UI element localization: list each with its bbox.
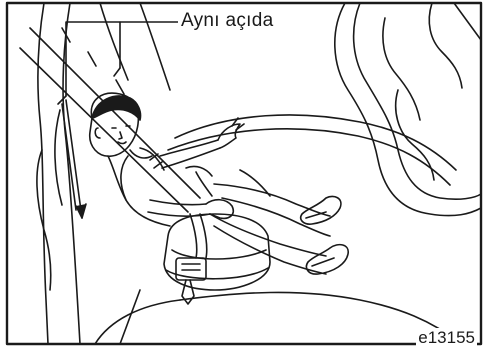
angle-arrows [62, 100, 86, 218]
vehicle-seat-cushion [95, 115, 462, 344]
figure-code: e13155 [416, 328, 477, 348]
shoulder-belt [20, 28, 200, 212]
child-figure [90, 93, 348, 274]
front-seat [335, 3, 481, 216]
callout-leader-lines [58, 22, 178, 104]
callout-label-same-angle: Aynı açıda [178, 10, 276, 32]
